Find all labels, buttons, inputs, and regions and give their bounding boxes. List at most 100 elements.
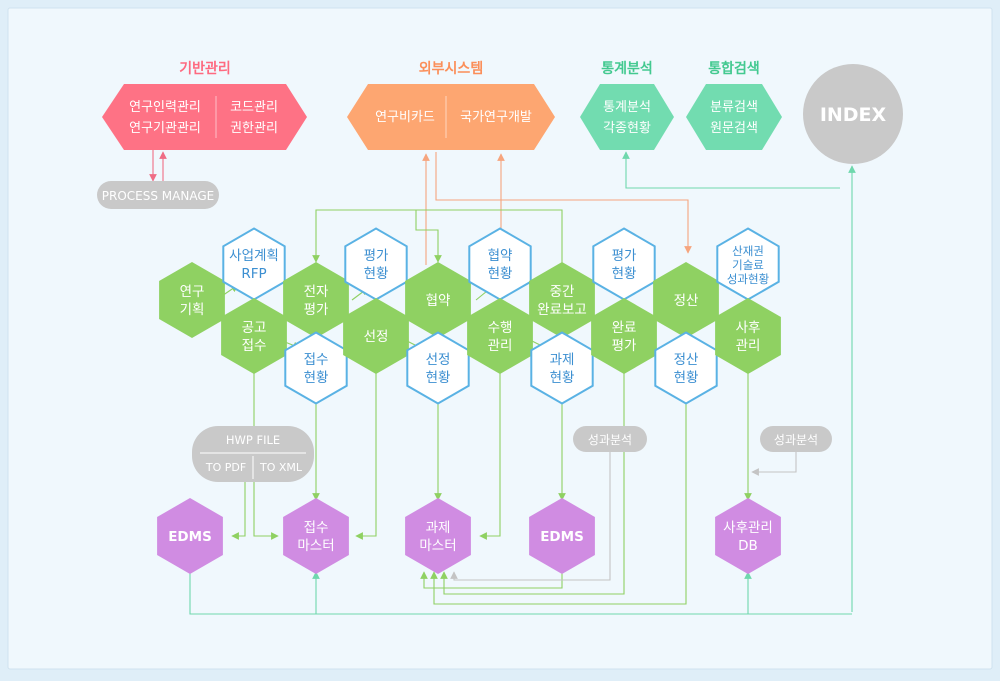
- arrow-line: [189, 572, 852, 615]
- section-title-search: 통합검색: [708, 60, 760, 77]
- hex-label-select-status: 선정: [426, 352, 451, 368]
- hexagon-shape[interactable]: [715, 298, 781, 374]
- hex-label-settle-status: 정산: [674, 352, 699, 368]
- performance-pill-2[interactable]: [760, 426, 832, 452]
- hexagon-shape[interactable]: [343, 298, 409, 374]
- hexagon-shape[interactable]: [653, 262, 719, 338]
- section-title-stats: 통계분석: [601, 61, 653, 77]
- search-line-2: 원문검색: [710, 121, 758, 136]
- hex-label-plan: 연구: [180, 284, 205, 300]
- hexagon-shape[interactable]: [467, 298, 533, 374]
- hex-label-settle: 정산: [674, 293, 699, 309]
- basic-management-box[interactable]: [102, 84, 307, 150]
- hex-label-agreement: 협약: [426, 293, 451, 309]
- hex-node-agreement[interactable]: 협약: [405, 262, 471, 338]
- performance-pill-1[interactable]: [573, 426, 647, 452]
- process-manage-label: PROCESS MANAGE: [102, 189, 214, 203]
- hex-label-post-mgmt: 사후: [736, 320, 761, 336]
- process-manage-pill[interactable]: [97, 181, 219, 209]
- gray-pills: HWP FILE TO PDF TO XML 성과분석 성과분석: [192, 426, 832, 482]
- hexagon-shape[interactable]: [591, 298, 657, 374]
- hex-label-agree-status: 현황: [488, 266, 513, 282]
- stats-box[interactable]: [580, 84, 674, 150]
- hwp-file-title: HWP FILE: [226, 433, 280, 447]
- hex-label-task-status: 현황: [550, 370, 575, 386]
- hexagon-shape[interactable]: [405, 262, 471, 338]
- hex-label-notice: 접수: [242, 338, 267, 354]
- hex-label-post-db: 사후관리: [723, 520, 773, 536]
- arrow-line: [231, 482, 246, 540]
- top-boxes: 연구인력관리 연구기관관리 코드관리 권한관리 PROCESS MANAGE 연…: [97, 64, 903, 209]
- hex-node-post-mgmt[interactable]: 사후관리: [715, 298, 781, 374]
- hexagon-shape[interactable]: [715, 498, 781, 574]
- hex-label-receipt-master: 접수: [304, 520, 329, 536]
- hex-label-ip-status: 성과현황: [727, 272, 770, 286]
- to-xml-label[interactable]: TO XML: [259, 461, 303, 474]
- index-label: INDEX: [820, 104, 887, 126]
- hex-node-select[interactable]: 선정: [343, 298, 409, 374]
- hexagon-shape[interactable]: [529, 498, 595, 574]
- hex-label-edms-2: EDMS: [540, 529, 584, 545]
- hexagon-shape[interactable]: [159, 262, 225, 338]
- hexagon-shape[interactable]: [157, 498, 223, 574]
- external-item-card[interactable]: 연구비카드: [375, 110, 435, 125]
- arrow-line: [355, 370, 377, 540]
- hex-label-mid-report: 중간: [550, 284, 575, 300]
- index-circle[interactable]: [803, 64, 903, 164]
- hex-label-e-eval: 전자: [304, 284, 329, 300]
- hexagon-shape[interactable]: [221, 298, 287, 374]
- hex-node-edms-1[interactable]: EDMS: [157, 498, 223, 574]
- hexagon-shape[interactable]: [405, 498, 471, 574]
- arrow-line: [751, 452, 797, 476]
- hexagon-shape[interactable]: [283, 498, 349, 574]
- hex-label-rfp: RFP: [241, 266, 266, 282]
- arrow-line: [479, 370, 501, 540]
- hex-label-task-master: 마스터: [419, 538, 456, 554]
- to-pdf-label[interactable]: TO PDF: [205, 461, 246, 474]
- hex-label-ip-status: 기술료: [732, 258, 764, 272]
- hex-label-task-status: 과제: [550, 352, 575, 368]
- arrow-line: [253, 370, 279, 540]
- stats-line-2: 각종현황: [603, 121, 651, 136]
- arrow-line: [622, 151, 840, 189]
- hex-label-plan: 기획: [180, 302, 205, 318]
- hex-label-settle-status: 현황: [674, 370, 699, 386]
- basic-item-research-org[interactable]: 연구기관관리: [129, 121, 201, 136]
- performance-label-2: 성과분석: [774, 433, 818, 447]
- basic-item-code[interactable]: 코드관리: [230, 100, 278, 115]
- hex-node-settle[interactable]: 정산: [653, 262, 719, 338]
- hex-label-complete-eval: 완료: [612, 320, 637, 336]
- hex-label-edms-1: EDMS: [168, 529, 212, 545]
- arrow-line: [415, 210, 442, 263]
- hex-node-edms-2[interactable]: EDMS: [529, 498, 595, 574]
- basic-item-permission[interactable]: 권한관리: [230, 121, 278, 136]
- hexagon-shape[interactable]: [283, 262, 349, 338]
- hexagon-shape[interactable]: [529, 262, 595, 338]
- search-box[interactable]: [686, 84, 782, 150]
- external-item-national-rnd[interactable]: 국가연구개발: [460, 110, 532, 125]
- hwp-file-pill[interactable]: [192, 426, 314, 482]
- basic-item-research-staff[interactable]: 연구인력관리: [129, 100, 201, 115]
- search-line-1: 분류검색: [710, 100, 758, 115]
- hex-label-eval-status-1: 평가: [364, 248, 389, 264]
- hex-label-receipt-status: 접수: [304, 352, 329, 368]
- hex-label-task-master: 과제: [426, 520, 451, 536]
- hex-label-execute: 관리: [488, 338, 513, 354]
- external-system-box[interactable]: [347, 84, 555, 150]
- hex-label-agree-status: 협약: [488, 248, 513, 264]
